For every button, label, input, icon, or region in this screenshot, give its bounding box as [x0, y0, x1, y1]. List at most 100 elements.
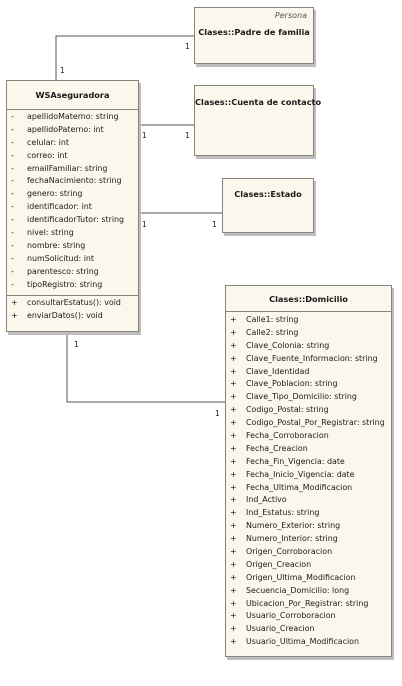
attribute-row: - parentesco: string	[7, 266, 138, 279]
attribute-row-text: emailFamiliar: string	[27, 163, 108, 173]
attribute-row-text: apellidoMaterno: string	[27, 112, 119, 121]
operation-row: + enviarDatos(): void	[7, 310, 138, 323]
attribute-row: + Calle1: string	[226, 314, 391, 327]
visibility-marker: +	[230, 315, 237, 324]
attribute-row-text: apellidoPaterno: int	[27, 124, 104, 134]
attribute-row: -tipoRegistro: string	[7, 279, 138, 292]
class-estado[interactable]: Clases::Estado	[222, 178, 314, 233]
attribute-row-text: fechaNacimiento: string	[27, 176, 122, 186]
attribute-row: + Origen_Corroboracion	[226, 546, 391, 559]
attribute-row: -celular: int	[7, 137, 138, 150]
visibility-marker: -	[11, 112, 14, 121]
attribute-row-text: Clave_Tipo_Domicilio: string	[246, 392, 357, 402]
attribute-row: + Fecha_Ultima_Modificacion	[226, 482, 391, 495]
attribute-row-text: Fecha_Inicio_Vigencia: date	[246, 469, 355, 479]
visibility-marker: +	[230, 431, 237, 441]
attribute-row-text: Ind_Estatus: string	[246, 508, 320, 518]
visibility-marker: +	[230, 456, 237, 466]
attribute-row-text: Origen_Corroboracion	[246, 547, 333, 557]
visibility-marker: +	[230, 585, 237, 595]
class-name: Clases::Domicilio	[269, 294, 348, 304]
attribute-row: +Codigo_Postal: string	[226, 404, 391, 417]
visibility-marker: +	[11, 298, 18, 307]
attribute-row: +Clave_Identidad	[226, 366, 391, 379]
attribute-row-text: Calle1: string	[246, 315, 299, 324]
operation-row: +consultarEstatus(): void	[7, 297, 138, 310]
attribute-row-text: Calle2: string	[246, 327, 299, 337]
attribute-row: +Usuario_Corroboracion	[226, 610, 391, 623]
attribute-row: +Usuario_Creacion	[226, 623, 391, 636]
class-wsaseguradora[interactable]: WSAseguradora -apellidoMaterno: string-a…	[6, 80, 139, 332]
operation-row-text: enviarDatos(): void	[27, 310, 103, 320]
attribute-row-text: Fecha_Corroboracion	[246, 431, 329, 441]
attribute-row: - apellidoMaterno: string	[7, 111, 138, 124]
attribute-row-text: Origen_Ultima_Modificacion	[246, 572, 356, 582]
visibility-marker: -	[11, 163, 14, 173]
attribute-row: +Numero_Interior: string	[226, 533, 391, 546]
attribute-row: +Ind_Activo	[226, 494, 391, 507]
assoc-ws-domicilio-target-multiplicity: 1	[215, 409, 220, 418]
visibility-marker: +	[230, 340, 237, 350]
assoc-ws-estado-source-multiplicity: 1	[142, 220, 147, 229]
attribute-row: +Usuario_Ultima_Modificacion	[226, 636, 391, 649]
attribute-row-text: Usuario_Creacion	[246, 624, 315, 634]
attribute-list: - apellidoMaterno: string - apellidoPaterno…	[7, 111, 138, 291]
attribute-row-text: Codigo_Postal: string	[246, 405, 329, 415]
attribute-row-text: genero: string	[27, 189, 83, 199]
visibility-marker: +	[230, 469, 237, 479]
attribute-row-text: identificadorTutor: string	[27, 215, 125, 225]
visibility-marker: -	[11, 150, 14, 160]
attribute-row-text: Clave_Fuente_Informacion: string	[246, 353, 378, 363]
attribute-row: -correo: int	[7, 150, 138, 163]
attribute-row-text: identificador: int	[27, 202, 92, 212]
class-cuenta-de-contacto[interactable]: Clases::Cuenta de contacto	[194, 85, 322, 156]
class-name: Clases::Cuenta de contacto	[195, 97, 322, 107]
visibility-marker: +	[230, 379, 237, 389]
attribute-row: - emailFamiliar: string	[7, 163, 138, 176]
operation-list: +consultarEstatus(): void+ enviarDatos():…	[7, 297, 138, 323]
operations-divider	[7, 295, 138, 296]
attribute-row-text: Ubicacion_Por_Registrar: string	[246, 598, 369, 608]
visibility-marker: +	[230, 547, 237, 557]
visibility-marker: +	[230, 637, 237, 647]
visibility-marker: +	[230, 482, 237, 492]
visibility-marker: -	[11, 279, 14, 289]
visibility-marker: -	[11, 189, 14, 199]
visibility-marker: -	[11, 266, 14, 276]
attribute-row-text: parentesco: string	[27, 266, 99, 276]
attribute-row: + Clave_Tipo_Domicilio: string	[226, 391, 391, 404]
attribute-row: + Fecha_Inicio_Vigencia: date	[226, 469, 391, 482]
visibility-marker: +	[230, 418, 237, 428]
attribute-row: +Clave_Fuente_Informacion: string	[226, 353, 391, 366]
class-domicilio[interactable]: Clases::Domicilio +Calle1: string+Calle2…	[225, 285, 392, 657]
visibility-marker: -	[11, 240, 14, 250]
attribute-row-text: Usuario_Corroboracion	[246, 611, 336, 621]
attribute-row: -fechaNacimiento: string	[7, 175, 138, 188]
visibility-marker: +	[230, 559, 237, 569]
assoc-ws-padre-line	[55, 35, 195, 80]
attribute-row-text: nivel: string	[27, 228, 74, 238]
attribute-row: +Origen_Ultima_Modificacion	[226, 572, 391, 585]
attribute-row-text: Secuencia_Domicilio: long	[246, 585, 350, 595]
attribute-row-text: Ind_Activo	[246, 495, 287, 505]
attribute-row-text: Numero_Interior: string	[246, 534, 338, 544]
attribute-row: +Numero_Exterior: string	[226, 520, 391, 533]
attribute-row: +Codigo_Postal_Por_Registrar: string	[226, 417, 391, 430]
visibility-marker: +	[230, 443, 237, 453]
attribute-row-text: Fecha_Fin_Vigencia: date	[246, 456, 345, 466]
attribute-row-text: celular: int	[27, 137, 69, 147]
attribute-row: -identificador: int	[7, 201, 138, 214]
class-name: Clases::Padre de familia	[198, 27, 310, 37]
attribute-row: - genero: string	[7, 188, 138, 201]
assoc-ws-cuenta-target-multiplicity: 1	[185, 131, 190, 140]
attribute-row-text: Fecha_Ultima_Modificacion	[246, 482, 353, 492]
visibility-marker: +	[230, 392, 237, 402]
attribute-row: + Secuencia_Domicilio: long	[226, 585, 391, 598]
assoc-ws-cuenta-source-multiplicity: 1	[142, 131, 147, 140]
class-padre-de-familia[interactable]: Persona Clases::Padre de familia	[194, 7, 314, 64]
stereotype-label: Persona	[274, 11, 307, 20]
visibility-marker: +	[11, 310, 18, 320]
visibility-marker: +	[230, 327, 237, 337]
attribute-row-text: numSolicitud: int	[27, 253, 94, 263]
